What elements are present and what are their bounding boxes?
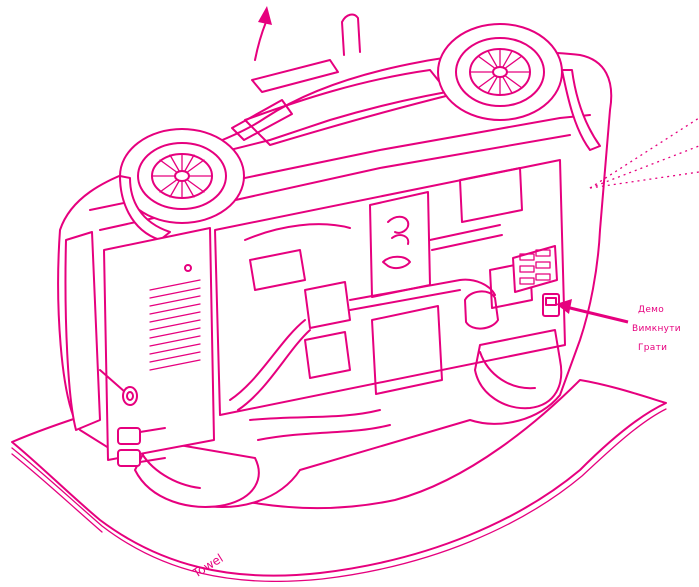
rotate-arrow-icon xyxy=(254,6,272,61)
mode-switch xyxy=(542,293,560,317)
callout-arrow xyxy=(556,299,629,324)
wheel-rear-left xyxy=(134,439,260,508)
label-play: Грати xyxy=(638,343,667,353)
label-off: Вимкнути xyxy=(632,324,681,334)
control-board xyxy=(512,245,558,293)
wheel-front-left xyxy=(119,128,245,241)
front-bumper xyxy=(64,227,215,467)
wheel-front-right xyxy=(437,23,601,151)
zoom-lines xyxy=(589,117,699,189)
label-demo: Демо xyxy=(638,305,664,315)
grille xyxy=(149,279,201,371)
chassis xyxy=(214,159,566,441)
switch-labels: Демо Вимкнути Грати xyxy=(632,305,681,353)
